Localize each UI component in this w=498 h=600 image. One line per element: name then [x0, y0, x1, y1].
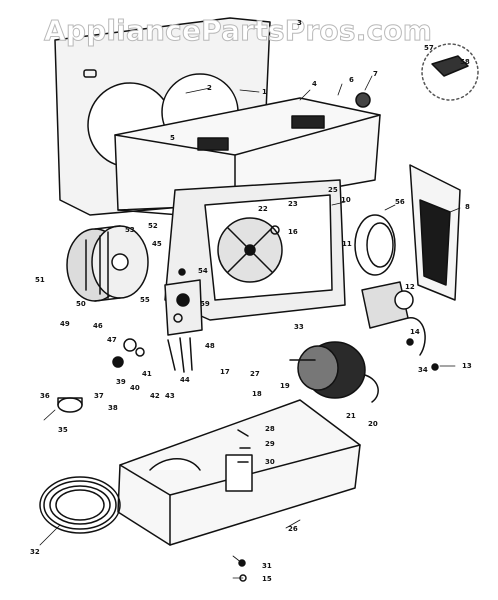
callout-1: 1 [262, 88, 267, 96]
callout-18: 18 [252, 390, 262, 398]
callout-37: 37 [94, 392, 104, 400]
fan-hub-top [431, 55, 469, 77]
callout-13: 13 [462, 362, 472, 370]
callout-53: 53 [125, 226, 135, 234]
callout-29: 29 [265, 440, 275, 448]
callout-19: 19 [280, 382, 290, 390]
callout-52: 52 [148, 222, 158, 230]
callout-59: 59 [200, 300, 210, 308]
callout-43: 43 [165, 392, 175, 400]
callout-3: 3 [297, 19, 302, 27]
side-panel [409, 164, 461, 301]
callout-41: 41 [142, 370, 152, 378]
callout-6: 6 [349, 76, 354, 84]
callout-10: 10 [341, 196, 351, 204]
callout-32: 32 [30, 548, 40, 556]
callout-31: 31 [262, 562, 272, 570]
callout-49: 49 [60, 320, 70, 328]
callout-58: 58 [460, 58, 470, 66]
drain-hose [39, 476, 121, 534]
callout-11: 11 [342, 240, 352, 248]
small-tank [57, 397, 83, 413]
callout-12: 12 [405, 283, 415, 291]
callout-15: 15 [262, 575, 272, 583]
callout-51: 51 [35, 276, 45, 284]
callout-40: 40 [130, 384, 140, 392]
callout-17: 17 [220, 368, 230, 376]
callout-21: 21 [346, 412, 356, 420]
callout-30: 30 [265, 458, 275, 466]
callout-42: 42 [150, 392, 160, 400]
callout-38: 38 [108, 404, 118, 412]
callout-50: 50 [76, 300, 86, 308]
callout-28: 28 [265, 425, 275, 433]
control-bracket [164, 279, 203, 373]
callout-2: 2 [207, 84, 212, 92]
fan-motor [289, 341, 379, 403]
callout-8: 8 [465, 203, 470, 211]
small-hardware [112, 92, 439, 582]
capacitor-box [361, 281, 426, 356]
callout-23: 23 [288, 200, 298, 208]
callout-55: 55 [140, 296, 150, 304]
callout-57: 57 [424, 44, 434, 52]
callout-39: 39 [116, 378, 126, 386]
watermark-text: AppliancePartsPros.com [43, 14, 433, 48]
center-housing [164, 179, 346, 321]
callout-36: 36 [40, 392, 50, 400]
callout-47: 47 [107, 336, 117, 344]
callout-45: 45 [152, 240, 162, 248]
orifice-ring [354, 214, 396, 276]
callout-4: 4 [312, 80, 317, 88]
callout-27: 27 [250, 370, 260, 378]
leader-lines [39, 75, 461, 579]
callout-22: 22 [258, 205, 268, 213]
callout-33: 33 [294, 323, 304, 331]
callout-5: 5 [170, 134, 175, 142]
callout-35: 35 [58, 426, 68, 434]
callout-46: 46 [93, 322, 103, 330]
callout-20: 20 [368, 420, 378, 428]
callout-48: 48 [205, 342, 215, 350]
blower-wheel [66, 225, 149, 302]
callout-25: 25 [328, 186, 338, 194]
callout-16: 16 [288, 228, 298, 236]
base-pan [117, 399, 361, 546]
callout-54: 54 [198, 267, 208, 275]
fan-blade-top [421, 43, 479, 101]
callout-7: 7 [373, 70, 378, 78]
callout-26: 26 [288, 525, 298, 533]
callout-56: 56 [395, 198, 405, 206]
callout-14: 14 [410, 328, 420, 336]
callout-34: 34 [418, 366, 428, 374]
callout-44: 44 [180, 376, 190, 384]
